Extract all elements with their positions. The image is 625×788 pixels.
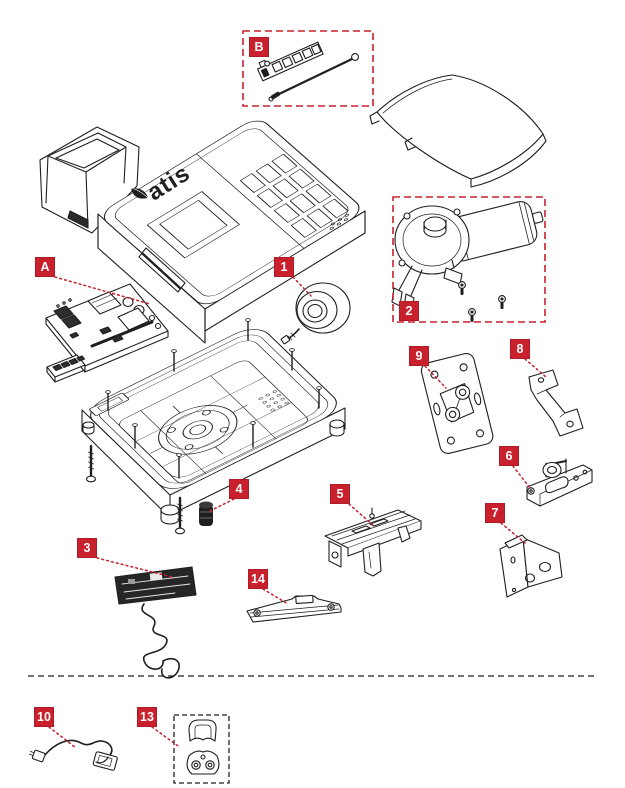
callout-label-10: 10 [34, 707, 54, 727]
leader-line-1 [292, 276, 312, 297]
callout-label-6: 6 [499, 446, 519, 466]
chain-lock-part [186, 719, 220, 775]
group-box-13 [173, 714, 230, 784]
damper-sleeve-part [199, 501, 213, 526]
fixing-screws [85, 444, 186, 535]
callout-label-14: 14 [248, 569, 268, 589]
callout-label-8: 8 [510, 339, 530, 359]
callout-label-9: 9 [409, 346, 429, 366]
callout-label-3: 3 [77, 538, 97, 558]
callout-label-4: 4 [229, 479, 249, 499]
leader-line-9 [424, 365, 447, 389]
led-strip-part [256, 41, 324, 82]
callout-label-A: A [35, 257, 55, 277]
button-strip-part [46, 354, 86, 383]
z-bracket-part [528, 369, 584, 437]
leader-line-5 [348, 503, 375, 527]
mounting-plate-part [420, 352, 494, 454]
motor-screws [458, 281, 506, 322]
leader-line-14 [262, 588, 289, 605]
leader-line-8 [524, 358, 547, 378]
base-housing-part [81, 318, 346, 525]
leader-line-10 [48, 726, 77, 749]
leader-line-4 [209, 498, 235, 512]
callout-label-7: 7 [485, 503, 505, 523]
leader-line-A [54, 276, 151, 305]
leader-line-7 [500, 522, 526, 544]
callout-label-13: 13 [137, 707, 157, 727]
control-board-part [45, 283, 169, 373]
leader-line-13 [151, 726, 179, 747]
top-panel-part [369, 74, 547, 188]
leader-line-6 [512, 465, 531, 489]
cable-part [28, 739, 118, 771]
mounting-bracket-part [324, 507, 422, 577]
callout-label-2: 2 [399, 301, 419, 321]
pulley-part [280, 282, 351, 345]
callout-label-B: B [249, 37, 269, 57]
group-box-B [242, 30, 374, 107]
cover-vents [146, 153, 349, 259]
housing-feet [82, 419, 345, 525]
leader-line-3 [96, 557, 173, 578]
callout-label-1: 1 [274, 257, 294, 277]
receiver-board-part [114, 566, 197, 679]
tensioner-bracket-part [526, 458, 593, 507]
corner-bracket-part [499, 534, 563, 598]
antenna-rod-part [268, 53, 359, 102]
leaf-icon [131, 188, 148, 199]
rail-slider-part [246, 594, 342, 623]
screw-towers [105, 318, 322, 479]
group-box-2 [392, 196, 546, 323]
callout-label-5: 5 [330, 484, 350, 504]
